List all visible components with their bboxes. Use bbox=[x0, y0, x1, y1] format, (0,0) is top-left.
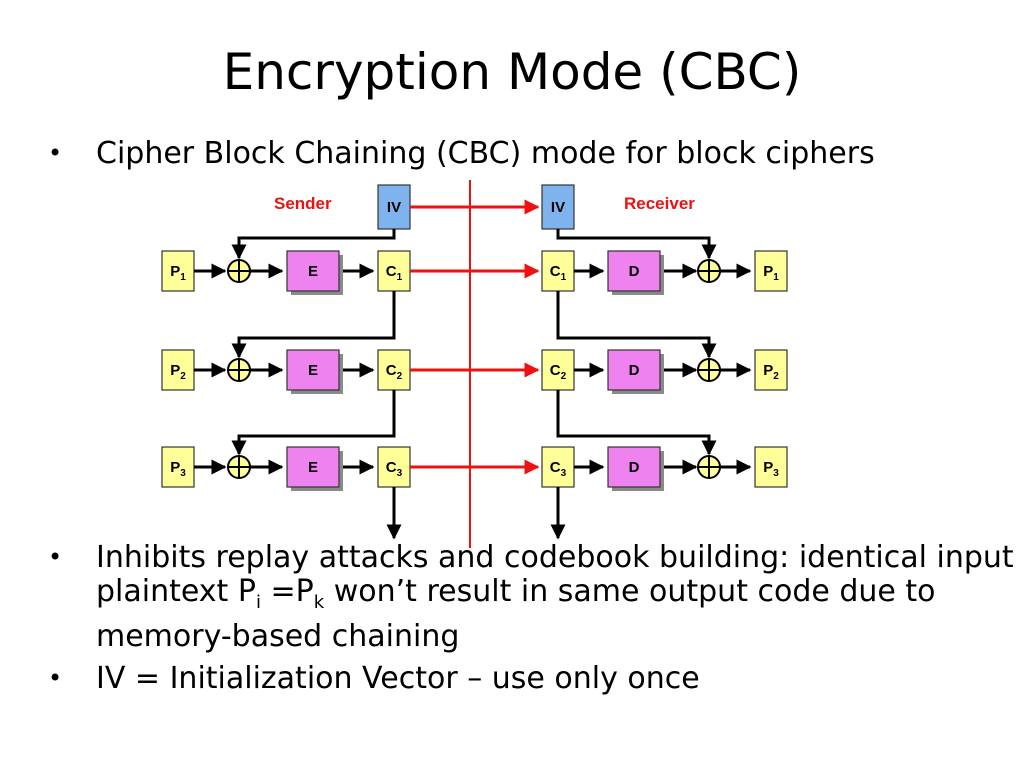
plaintext-box-receiver-1 bbox=[754, 250, 788, 292]
bullet-iv-definition: IV = Initialization Vector – use only on… bbox=[96, 661, 700, 696]
bullet-cbc-mode: Cipher Block Chaining (CBC) mode for blo… bbox=[96, 136, 875, 171]
bullet-replay-attacks: Inhibits replay attacks and codebook bui… bbox=[96, 540, 1014, 654]
ciphertext-box-sender-3 bbox=[377, 446, 411, 488]
chain-c2-receiver bbox=[556, 390, 717, 456]
ciphertext-box-sender-2 bbox=[377, 349, 411, 391]
encrypt-label-2: E bbox=[308, 362, 318, 379]
encrypt-box-1 bbox=[286, 250, 340, 292]
encrypt-box-2 bbox=[286, 349, 340, 391]
chain-iv-receiver bbox=[556, 229, 717, 260]
iv-sender-label: IV bbox=[387, 199, 401, 216]
encrypt-box-3 bbox=[286, 446, 340, 488]
chain-c1-receiver bbox=[556, 291, 717, 359]
chain-c1-sender bbox=[231, 291, 396, 359]
plaintext-pk: Pk bbox=[295, 574, 325, 614]
receiver-label: Receiver bbox=[624, 194, 695, 213]
decrypt-box-2 bbox=[607, 349, 661, 391]
iv-receiver-label: IV bbox=[551, 199, 565, 216]
bullet-replay-text: Inhibits replay attacks and codebook bui… bbox=[96, 540, 1014, 609]
decrypt-box-3 bbox=[607, 446, 661, 488]
iv-sender-box bbox=[377, 184, 411, 230]
encrypt-label-3: E bbox=[308, 459, 318, 476]
chain-c2-sender bbox=[231, 390, 396, 456]
bullet-marker: • bbox=[48, 139, 63, 167]
plaintext-box-sender-2 bbox=[161, 349, 195, 391]
decrypt-label-1: D bbox=[629, 263, 640, 280]
plaintext-box-receiver-2 bbox=[754, 349, 788, 391]
plaintext-box-receiver-3 bbox=[754, 446, 788, 488]
decrypt-label-2: D bbox=[629, 362, 640, 379]
decrypt-box-1 bbox=[607, 250, 661, 292]
bullet-marker: • bbox=[48, 543, 63, 571]
sender-label: Sender bbox=[274, 194, 332, 213]
encrypt-label-1: E bbox=[308, 263, 318, 280]
decrypt-label-3: D bbox=[629, 459, 640, 476]
chain-iv-sender bbox=[231, 229, 396, 260]
plaintext-pi: Pi bbox=[237, 574, 261, 614]
page-title: Encryption Mode (CBC) bbox=[222, 43, 802, 101]
plaintext-box-sender-1 bbox=[161, 250, 195, 292]
plaintext-box-sender-3 bbox=[161, 446, 195, 488]
bullet-marker: • bbox=[48, 664, 63, 692]
